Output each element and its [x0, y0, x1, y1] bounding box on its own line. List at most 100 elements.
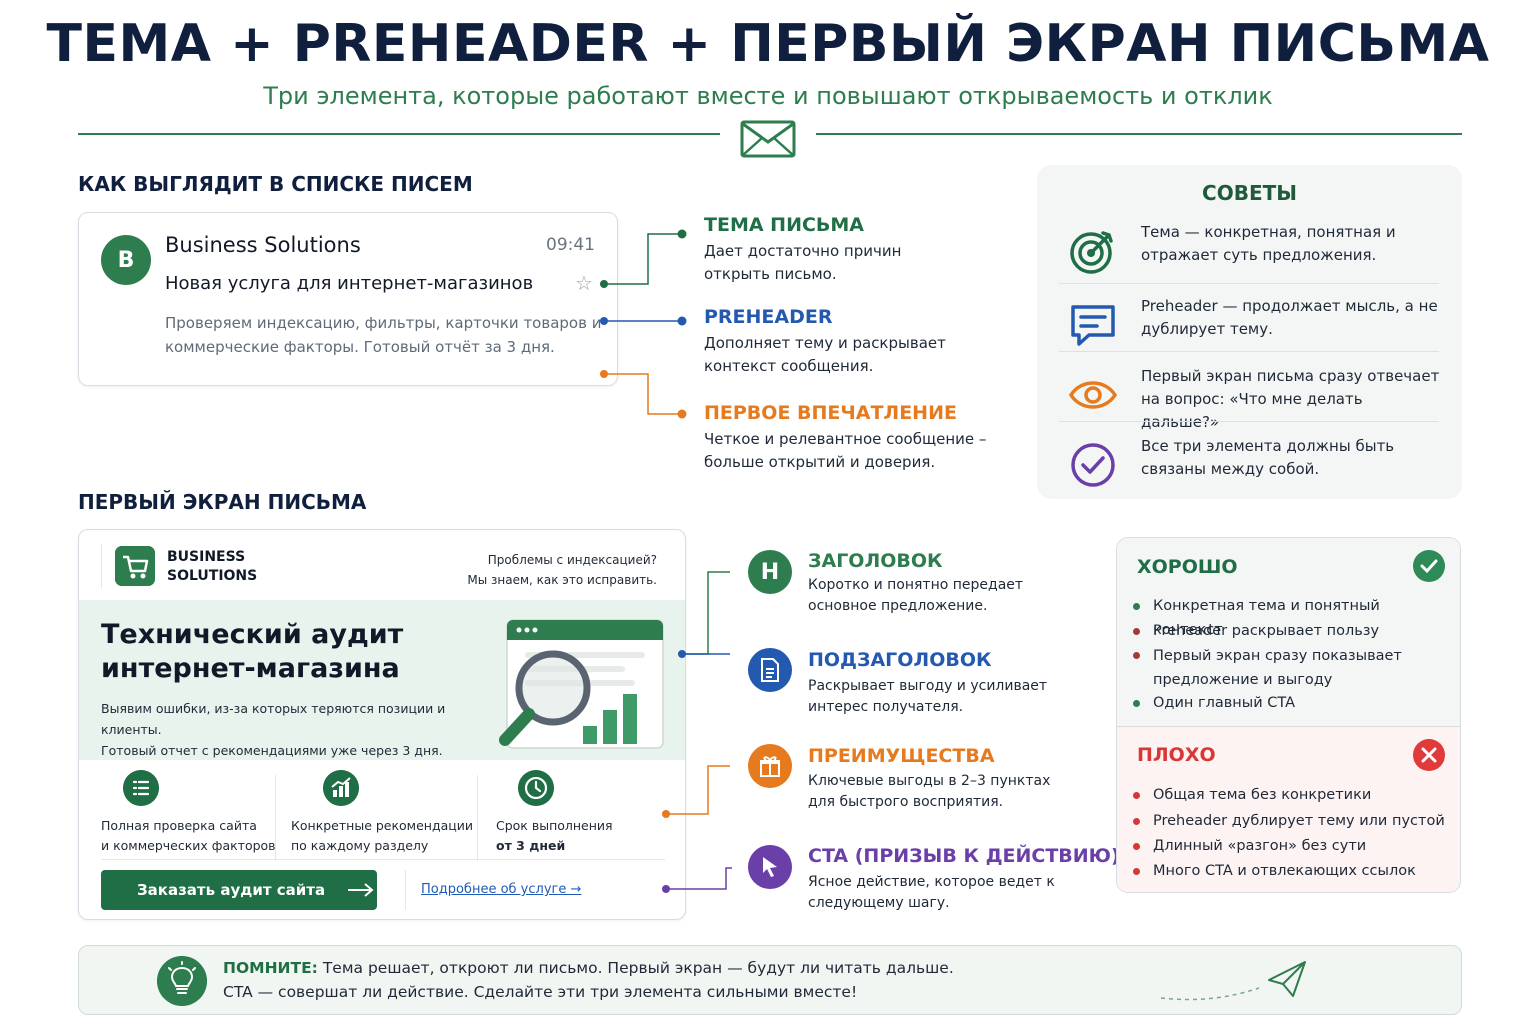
page-subtitle: Три элемента, которые работают вместе и … [263, 82, 1273, 110]
feature-item: Срок выполнения от 3 дней [496, 770, 676, 856]
tip-item: Первый экран письма сразу отвечает на во… [1059, 365, 1439, 435]
bad-item: Много CTA и отвлекающих ссылок [1153, 863, 1416, 879]
arrow-right-icon [348, 883, 374, 897]
cart-logo-icon [115, 546, 155, 586]
cta-link-divider [405, 870, 406, 910]
element-benefits-title: ПРЕИМУЩЕСТВА [808, 745, 995, 767]
remember-line2: CTA — совершат ли действие. Сделайте эти… [223, 983, 858, 1001]
element-subheading-title: ПОДЗАГОЛОВОК [808, 649, 992, 671]
label-preheader-text: Дополняет тему и раскрывает контекст соо… [704, 334, 946, 375]
divider-right [816, 133, 1462, 135]
email-first-screen-mock: BUSINESS SOLUTIONS Проблемы с индексацие… [78, 529, 686, 920]
label-subject-text: Дает достаточно причин открыть письмо. [704, 242, 902, 283]
label-preheader-title: PREHEADER [704, 306, 833, 328]
remember-label: ПОМНИТЕ: [223, 959, 318, 977]
envelope-icon [740, 120, 796, 158]
tip-item: Все три элемента должны быть связаны меж… [1059, 435, 1439, 505]
tip-divider [1059, 283, 1439, 284]
element-heading-text: Коротко и понятно передает основное пред… [808, 577, 1024, 614]
good-bullet [1133, 700, 1140, 707]
good-bullet [1133, 603, 1140, 610]
email-preview: Проверяем индексацию, фильтры, карточки … [165, 314, 602, 356]
magnifier-report-illustration [499, 619, 664, 749]
tip-divider [1059, 421, 1439, 422]
divider-left [78, 133, 720, 135]
gift-icon [748, 744, 792, 788]
feature-line1: Полная проверка сайта [101, 818, 257, 833]
remember-banner: ПОМНИТЕ: Тема решает, откроют ли письмо.… [78, 945, 1462, 1015]
feature-line1: Срок выполнения [496, 818, 613, 833]
inbox-connectors [600, 229, 687, 419]
document-glyph [761, 658, 779, 682]
hero-desc-line1: Выявим ошибки, из-за которых теряются по… [101, 701, 446, 737]
hero-headline: Технический аудит интернет-магазина [101, 619, 404, 684]
message-icon [1071, 305, 1115, 346]
email-time: 09:41 [546, 235, 595, 255]
good-bullet [1133, 628, 1140, 635]
order-audit-button-label: Заказать аудит сайта [137, 881, 326, 899]
logo-divider [101, 544, 102, 588]
cursor-glyph [763, 857, 777, 877]
good-title: ХОРОШО [1137, 556, 1238, 578]
tips-title: СОВЕТЫ [1202, 181, 1297, 205]
feature-line2: по каждому разделу [291, 838, 429, 853]
cta-divider [101, 859, 665, 860]
remember-text: ПОМНИТЕ: Тема решает, откроют ли письмо.… [223, 956, 954, 1004]
tip-item: Тема — конкретная, понятная и отражает с… [1059, 221, 1439, 291]
bad-item: Общая тема без конкретики [1153, 787, 1372, 803]
feature-item: Полная проверка сайта и коммерческих фак… [101, 770, 281, 856]
first-screen-connectors [662, 571, 732, 893]
email-sender: Business Solutions [165, 233, 361, 257]
gift-glyph [760, 756, 780, 777]
element-subheading-text: Раскрывает выгоду и усиливает интерес по… [808, 678, 1048, 715]
clock-icon [518, 770, 554, 806]
bad-bullet [1133, 818, 1140, 825]
good-section: ХОРОШО Конкретная тема и понятный контек… [1117, 538, 1460, 726]
hero-desc-line2: Готовый отчет с рекомендациями уже через… [101, 743, 443, 758]
bad-item: Preheader дублирует тему или пустой [1153, 813, 1445, 829]
brand-logo-text: BUSINESS SOLUTIONS [167, 549, 258, 584]
label-first-impression-text: Четкое и релевантное сообщение – больше … [704, 430, 987, 471]
star-icon[interactable]: ☆ [575, 271, 593, 295]
label-first-impression-title: ПЕРВОЕ ВПЕЧАТЛЕНИЕ [704, 402, 957, 424]
checklist-icon [123, 770, 159, 806]
document-icon [748, 648, 792, 692]
more-about-service-link[interactable]: Подробнее об услуге → [421, 882, 582, 897]
chart-icon [323, 770, 359, 806]
tagline-line1: Проблемы с индексацией? [487, 553, 657, 567]
remember-line1: Тема решает, откроют ли письмо. Первый э… [322, 959, 954, 977]
order-audit-button[interactable]: Заказать аудит сайта [101, 870, 377, 910]
bad-item: Длинный «разгон» без сути [1153, 838, 1367, 854]
tip-text: Первый экран письма сразу отвечает на во… [1141, 367, 1440, 431]
inbox-email-card[interactable]: B Business Solutions 09:41 Новая услуга … [78, 212, 618, 386]
element-benefits-text: Ключевые выгоды в 2–3 пунктах для быстро… [808, 773, 1051, 810]
bad-bullet [1133, 868, 1140, 875]
feature-line1: Конкретные рекомендации [291, 818, 474, 833]
cursor-icon [748, 845, 792, 889]
bad-cross-icon [1413, 739, 1445, 771]
heading-h-icon: H [748, 550, 792, 594]
avatar: B [101, 235, 151, 285]
feature-line2: и коммерческих факторов [101, 838, 276, 853]
first-screen-section-heading: ПЕРВЫЙ ЭКРАН ПИСЬМА [78, 490, 367, 514]
header-tagline: Проблемы с индексацией? Мы знаем, как эт… [467, 550, 657, 590]
hero-subheadline: Выявим ошибки, из-за которых теряются по… [101, 698, 501, 761]
element-cta-text: Ясное действие, которое ведет к следующе… [808, 874, 1055, 911]
tip-item: Preheader — продолжает мысль, а не дубли… [1059, 295, 1439, 365]
element-cta-title: CTA (ПРИЗЫВ К ДЕЙСТВИЮ) [808, 845, 1120, 867]
tip-divider [1059, 351, 1439, 352]
good-item: Первый экран сразу показывает предложени… [1153, 648, 1402, 688]
good-item: Preheader раскрывает пользу [1153, 623, 1380, 639]
element-heading-title: ЗАГОЛОВОК [808, 550, 943, 572]
tagline-line2: Мы знаем, как это исправить. [467, 573, 657, 587]
feature-divider [275, 775, 276, 861]
lightbulb-icon [157, 956, 207, 1006]
feature-item: Конкретные рекомендации по каждому разде… [291, 770, 474, 856]
good-bullet [1133, 652, 1140, 659]
tips-panel: СОВЕТЫ Тема — конкретная, понятная и отр… [1037, 165, 1462, 499]
good-bad-panel: ХОРОШО Конкретная тема и понятный контек… [1116, 537, 1461, 893]
bad-bullet [1133, 843, 1140, 850]
feature-line2: от 3 дней [496, 838, 566, 853]
tip-text: Тема — конкретная, понятная и отражает с… [1141, 223, 1396, 264]
inbox-section-heading: КАК ВЫГЛЯДИТ В СПИСКЕ ПИСЕМ [78, 172, 473, 196]
